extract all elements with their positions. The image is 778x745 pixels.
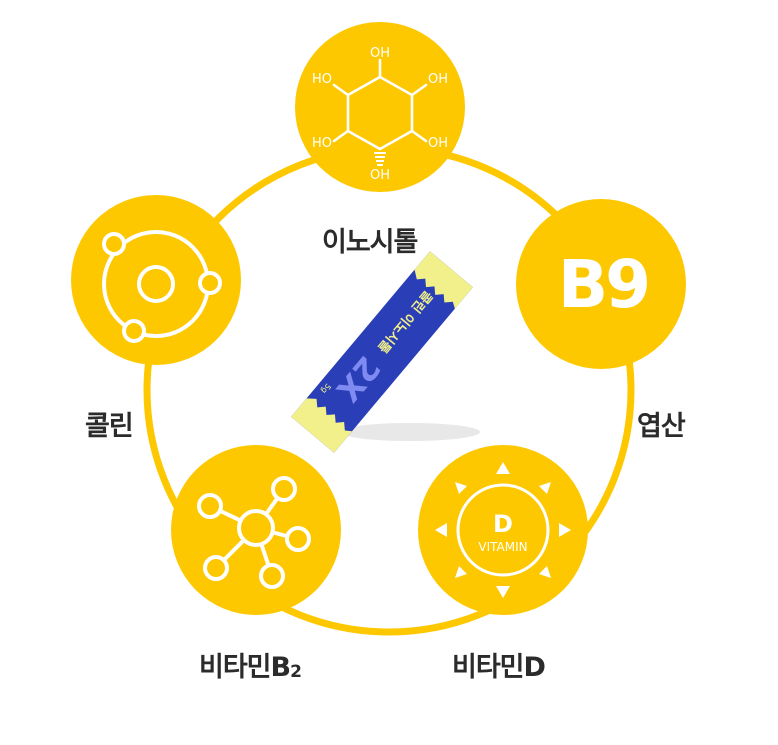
label-vitamin-b2-main: 비타민B: [199, 652, 291, 683]
vitamin-d-letter: D: [493, 510, 513, 538]
label-vitamin-d: 비타민D: [452, 652, 546, 683]
oh-right-top: OH: [428, 72, 448, 87]
label-inositol: 이노시톨: [322, 227, 418, 258]
oh-right-bottom: OH: [428, 136, 448, 151]
inositol-icon: OH OH HO OH HO OH: [295, 22, 465, 192]
label-vitamin-b2-sub: 2: [290, 662, 302, 682]
product-stick: 콜린 이노시톨 2X 5g: [291, 251, 480, 453]
vitamin-d-word: VITAMIN: [478, 540, 527, 554]
label-vitamin-b2: 비타민B2: [199, 645, 302, 684]
vitamin-d-icon: D VITAMIN: [418, 445, 588, 615]
ho-left-bottom: HO: [312, 136, 332, 151]
b9-text: B9: [558, 246, 648, 323]
oh-top: OH: [370, 46, 390, 61]
folic-acid-icon: B9: [516, 199, 686, 369]
oh-bottom: OH: [370, 168, 390, 183]
label-folic-acid: 엽산: [637, 411, 686, 442]
label-choline: 콜린: [85, 411, 134, 442]
ho-left-top: HO: [312, 72, 332, 87]
vitamin-b2-icon: [171, 445, 341, 615]
choline-icon: [71, 195, 241, 365]
